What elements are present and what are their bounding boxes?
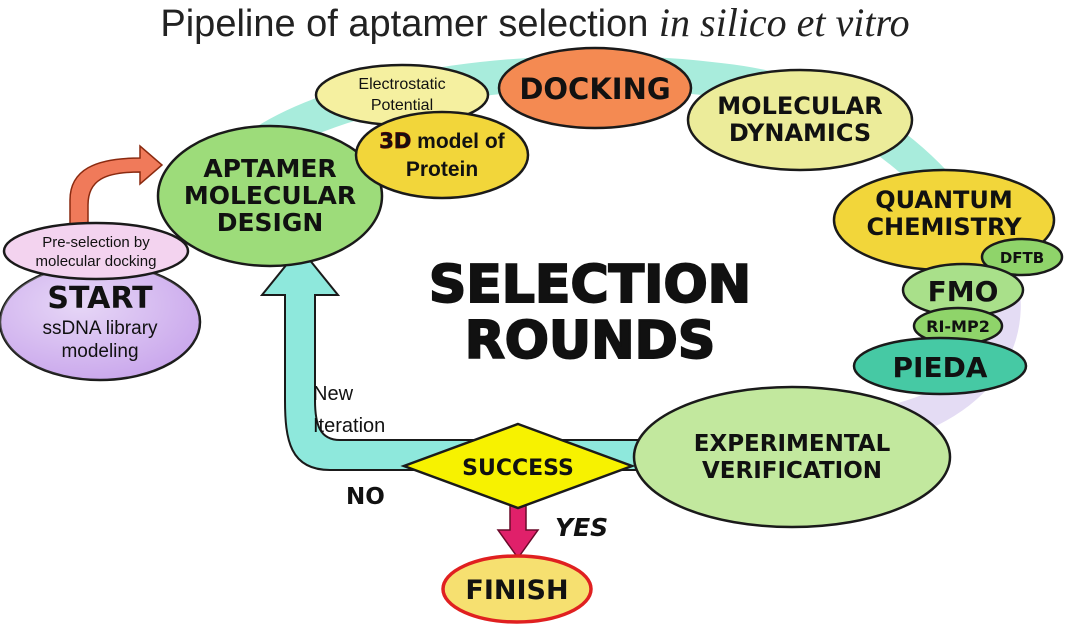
finish-node: FINISH <box>441 554 593 624</box>
aptamer-design-node-shape <box>156 124 384 268</box>
preselection-label-1: Pre-selection by <box>42 234 150 251</box>
start-label: START <box>47 281 153 316</box>
start-node: START ssDNA library modeling <box>0 262 202 382</box>
docking-label: DOCKING <box>519 72 670 106</box>
new-iteration-label-2: Iteration <box>313 415 385 437</box>
molecular-dynamics-node: MOLECULAR DYNAMICS <box>686 68 914 172</box>
experimental-label-2: VERIFICATION <box>702 458 882 484</box>
dftb-node-shape <box>980 237 1064 277</box>
new-iteration-label-1: New <box>313 383 354 405</box>
electrostatic-label-1: Electrostatic <box>358 76 445 93</box>
selection-rounds-label-1: SELECTION <box>429 255 751 315</box>
preselection-node-shape <box>2 221 190 281</box>
protein-model-label-2: Protein <box>406 158 478 181</box>
selection-rounds-label-2: ROUNDS <box>465 311 716 371</box>
aptamer-design-label-2: MOLECULAR <box>184 181 356 210</box>
protein-model-node-shape <box>354 110 530 200</box>
electrostatic-label-2: Potential <box>371 97 433 114</box>
rimp2-node: RI-MP2 <box>912 306 1004 346</box>
pieda-label: PIEDA <box>893 351 988 384</box>
pieda-node: PIEDA <box>852 336 1028 396</box>
success-decision-node: SUCCESS <box>400 422 636 510</box>
molecular-dynamics-label-2: DYNAMICS <box>729 119 871 147</box>
protein-model-node: 3D model of Protein <box>354 110 530 200</box>
experimental-node-shape <box>632 385 952 529</box>
dftb-label: DFTB <box>1000 249 1044 267</box>
no-label: NO <box>346 484 385 510</box>
aptamer-design-label-3: DESIGN <box>217 208 324 237</box>
start-to-design-arrow <box>69 144 164 236</box>
fmo-label: FMO <box>928 275 999 308</box>
fmo-node: FMO <box>901 262 1025 318</box>
experimental-node: EXPERIMENTAL VERIFICATION <box>632 385 952 529</box>
protein-model-text: model of <box>411 130 505 153</box>
aptamer-design-label-1: APTAMER <box>203 154 336 183</box>
success-label: SUCCESS <box>462 456 574 481</box>
title-italic: in silico et vitro <box>659 0 910 45</box>
docking-node: DOCKING <box>497 46 693 130</box>
rimp2-label: RI-MP2 <box>926 317 990 336</box>
start-sub-label-2: modeling <box>61 341 138 362</box>
quantum-chemistry-label-1: QUANTUM <box>875 186 1013 214</box>
aptamer-design-node: APTAMER MOLECULAR DESIGN <box>156 124 384 268</box>
quantum-chemistry-label-2: CHEMISTRY <box>866 213 1022 241</box>
preselection-label-2: molecular docking <box>36 253 157 270</box>
new-iteration-arrow <box>259 246 641 471</box>
yes-label: YES <box>555 513 608 542</box>
molecular-dynamics-label-1: MOLECULAR <box>717 92 882 120</box>
experimental-label-1: EXPERIMENTAL <box>694 431 891 457</box>
preselection-node: Pre-selection by molecular docking <box>2 221 190 281</box>
pieda-node-shape <box>852 336 1028 396</box>
diagram-title: Pipeline of aptamer selection in silico … <box>160 0 909 45</box>
dftb-node: DFTB <box>980 237 1064 277</box>
protein-model-label-1: 3D model of <box>379 129 505 153</box>
success-diamond-shape <box>400 422 636 510</box>
protein-3d-mark: 3D <box>379 129 411 153</box>
title-main: Pipeline of aptamer selection <box>160 3 659 45</box>
molecular-dynamics-node-shape <box>686 68 914 172</box>
finish-label: FINISH <box>465 575 568 606</box>
start-sub-label-1: ssDNA library <box>42 318 158 339</box>
docking-node-shape <box>497 46 693 130</box>
finish-node-shape <box>441 554 593 624</box>
